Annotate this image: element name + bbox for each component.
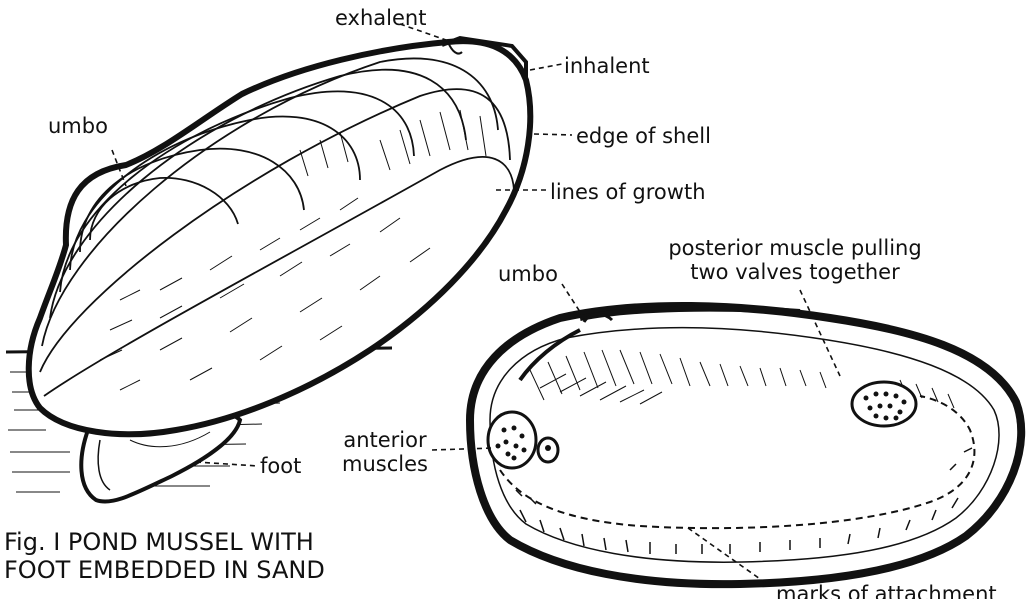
label-foot: foot [260,454,301,478]
label-lines-of-growth: lines of growth [550,180,706,204]
mussel-shell-closed [29,38,531,434]
posterior-muscle-scar [852,382,916,426]
label-inhalent: inhalent [564,54,650,78]
label-edge-of-shell: edge of shell [576,124,711,148]
label-anterior-muscles: anterior muscles [330,428,440,476]
open-valve [470,306,1021,584]
label-marks-of-attachment: marks of attachment [776,582,997,599]
label-anterior-line-1: anterior [330,428,440,452]
label-umbo-right: umbo [498,262,558,286]
label-exhalent: exhalent [335,6,426,30]
caption-line-2: FOOT EMBEDDED IN SAND [4,556,325,584]
label-posterior-line-1: posterior muscle pulling [640,236,950,260]
label-posterior-line-2: two valves together [640,260,950,284]
label-posterior-muscle: posterior muscle pulling two valves toge… [640,236,950,284]
figure-caption: Fig. I POND MUSSEL WITH FOOT EMBEDDED IN… [4,528,325,584]
label-umbo-left: umbo [48,114,108,138]
label-anterior-line-2: muscles [330,452,440,476]
caption-line-1: Fig. I POND MUSSEL WITH [4,528,325,556]
